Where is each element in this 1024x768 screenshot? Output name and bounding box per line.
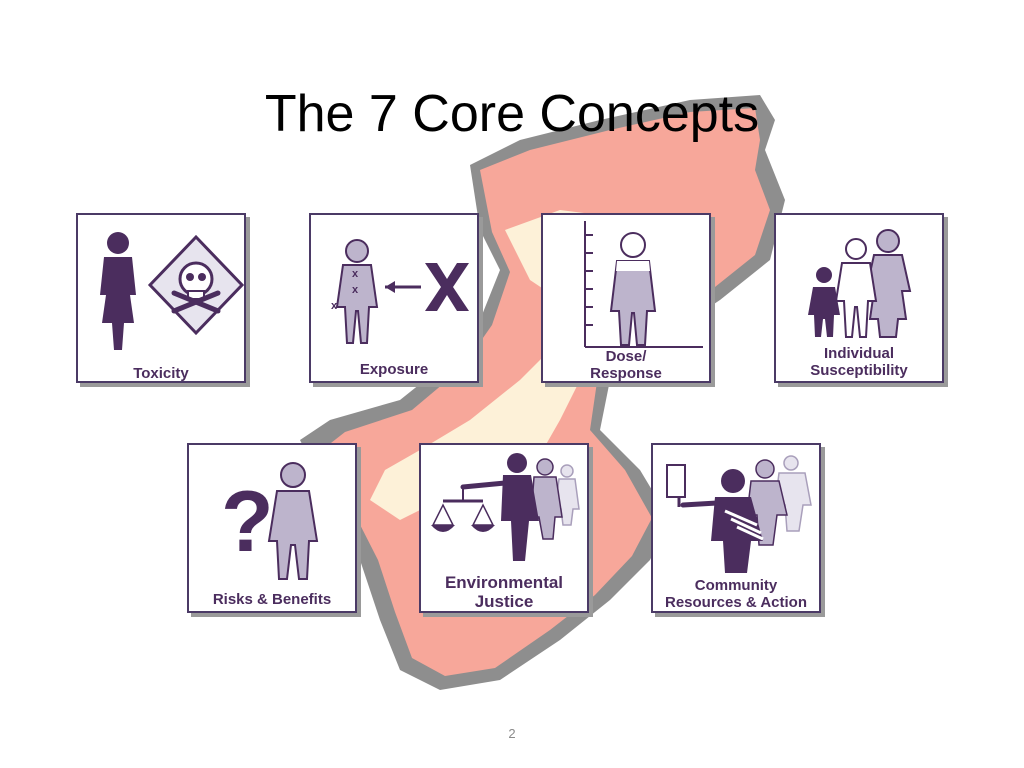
person-x-arrow-icon: x x x: [331, 239, 469, 344]
concept-label: Toxicity: [133, 365, 189, 382]
concept-card-risks-benefits: ? Risks & Benefits: [187, 443, 357, 613]
concept-label: Risks & Benefits: [212, 591, 332, 608]
svg-text:x: x: [331, 300, 338, 312]
concept-label: Environmental Justice: [444, 573, 564, 611]
question-person-icon: ?: [221, 462, 319, 580]
svg-text:x: x: [352, 284, 359, 296]
concept-card-dose-response: Dose/ Response: [541, 213, 711, 383]
concept-label: Individual Susceptibility: [810, 345, 908, 379]
slide-title: The 7 Core Concepts: [264, 85, 760, 143]
person-sign-crowd-icon: [666, 455, 812, 573]
concept-card-exposure: x x x Exposure: [309, 213, 479, 383]
concept-card-community-resources-action: Community Resources & Action: [651, 443, 821, 613]
concept-card-toxicity: Toxicity: [76, 213, 246, 383]
page-number: 2: [508, 726, 516, 741]
concept-card-environmental-justice: Environmental Justice: [419, 443, 589, 613]
person-scale-icon: [584, 221, 703, 348]
concept-label: Community Resources & Action: [665, 577, 807, 611]
svg-text:?: ?: [221, 474, 274, 570]
concept-label: Exposure: [359, 361, 429, 378]
svg-text:x: x: [352, 268, 359, 280]
concept-card-individual-susceptibility: Individual Susceptibility: [774, 213, 944, 383]
scales-of-justice-icon: [431, 453, 580, 561]
concept-label: Dose/ Response: [590, 348, 662, 382]
woman-skull-diamond-icon: [100, 232, 244, 350]
family-icon: [808, 229, 912, 338]
